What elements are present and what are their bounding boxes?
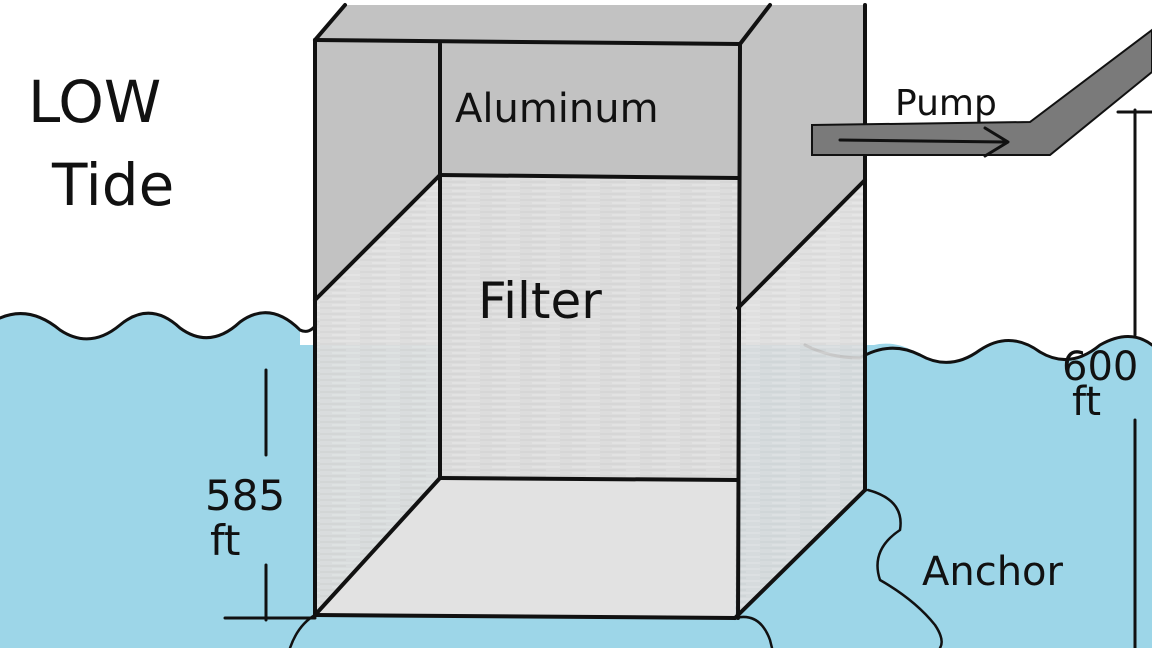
anchor-label: Anchor <box>922 549 1064 595</box>
pump-label: Pump <box>895 83 997 124</box>
title-line-2: Tide <box>51 151 174 219</box>
title-line-1: LOW <box>28 68 161 136</box>
aluminum-label: Aluminum <box>455 86 659 132</box>
left-measure-unit: ft <box>210 516 241 565</box>
filter-label: Filter <box>478 272 602 330</box>
aluminum-top-face <box>315 5 770 44</box>
left-measure-value: 585 <box>205 471 285 520</box>
right-measure-unit: ft <box>1072 379 1101 425</box>
